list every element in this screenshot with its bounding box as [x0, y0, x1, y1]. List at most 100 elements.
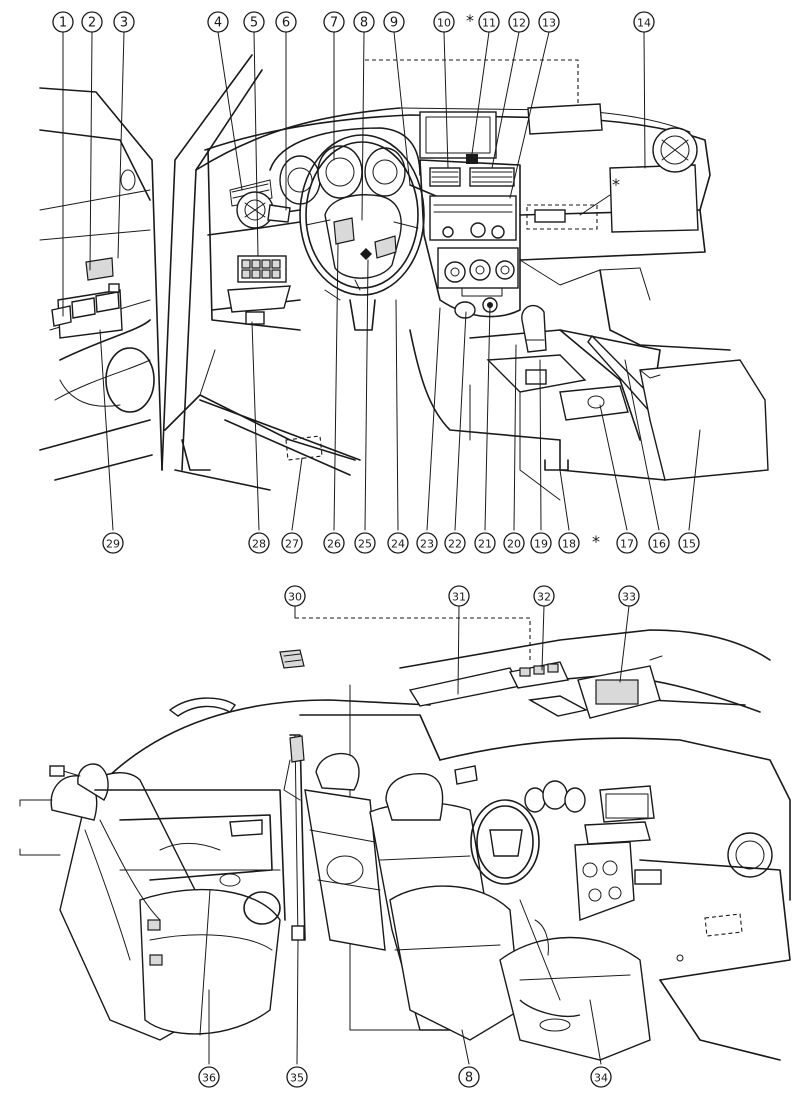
callout-10: 10: [433, 11, 455, 33]
callout-number: 8: [360, 16, 368, 31]
callout-number: 11: [482, 17, 496, 30]
ashtray: [559, 385, 629, 421]
navigation-screen: [419, 111, 497, 159]
callout-29: 29: [102, 532, 124, 554]
callout-circle: [354, 532, 376, 554]
callout-circle: [198, 1066, 220, 1088]
callout-number: 34: [594, 1072, 608, 1085]
dashed-leader-bottom: [295, 617, 531, 662]
callout-17: 17: [616, 532, 638, 554]
cabin-center-stack: [574, 841, 635, 921]
rear-seat-cushion: [139, 888, 281, 1035]
callout-circle: [113, 11, 135, 33]
callout-number: 21: [478, 538, 492, 551]
callout-circle: [286, 1066, 308, 1088]
grab-handle: [168, 697, 236, 717]
callout-circle: [284, 585, 306, 607]
left-switch-panel: [227, 255, 291, 325]
callout-11: 11: [478, 11, 500, 33]
dashboard-view: [39, 31, 769, 531]
callout-5: 5: [243, 11, 265, 33]
center-stack: [419, 111, 598, 319]
dashed-leader-top: [365, 59, 579, 115]
callout-circle: [648, 532, 670, 554]
callout-number: 10: [437, 17, 451, 30]
rear-seat: [19, 763, 281, 1041]
callout-circle: [323, 532, 345, 554]
callout-circle: [207, 11, 229, 33]
callout-number: 27: [285, 538, 299, 551]
front-headrest: [315, 752, 360, 791]
dashed-cd-changer: [526, 204, 598, 230]
callout-7: 7: [323, 11, 345, 33]
callout-12: 12: [508, 11, 530, 33]
callout-22: 22: [444, 532, 466, 554]
callout-number: 8: [465, 1071, 473, 1086]
callout-number: 30: [288, 591, 302, 604]
callout-circle: [590, 1066, 612, 1088]
callout-number: 32: [537, 591, 551, 604]
callout-number: 29: [106, 538, 120, 551]
callout-33: 33: [618, 585, 640, 607]
callout-number: 23: [420, 538, 434, 551]
cabin-dashboard: [439, 737, 791, 1061]
callout-circle: [478, 11, 500, 33]
callout-3: 3: [113, 11, 135, 33]
cabin-steering-wheel: [470, 799, 540, 885]
door-lock-switch: [108, 283, 120, 293]
callout-circle: [533, 585, 555, 607]
cabin-center-vents: [584, 821, 651, 845]
callout-14: 14: [633, 11, 655, 33]
sunroof-or-light-panel: [408, 667, 522, 707]
rear-headrest-center: [77, 763, 109, 801]
rearview-mirror: [527, 695, 589, 717]
callout-18: 18: [558, 532, 580, 554]
asterisk-mark: *: [592, 532, 600, 551]
callout-32: 32: [533, 585, 555, 607]
armrest-console-box: [639, 359, 769, 481]
dashed-floor-item: [285, 435, 323, 461]
callout-number: 16: [652, 538, 666, 551]
callout-circle: [102, 532, 124, 554]
callout-20: 20: [503, 532, 525, 554]
callout-circle: [530, 532, 552, 554]
callout-number: 15: [682, 538, 696, 551]
callout-number: 22: [448, 538, 462, 551]
door-speaker: [105, 347, 155, 413]
roof: [94, 617, 771, 1031]
callout-circle: [538, 11, 560, 33]
callout-6: 6: [275, 11, 297, 33]
callout-number: 17: [620, 538, 634, 551]
front-door: [299, 714, 441, 951]
callout-circle: [387, 532, 409, 554]
vanity-mirror: [595, 679, 639, 705]
passenger-seat: [499, 936, 651, 1061]
callout-circle: [243, 11, 265, 33]
callout-4: 4: [207, 11, 229, 33]
callout-9: 9: [383, 11, 405, 33]
callout-8: 8: [353, 11, 375, 33]
callout-number: 7: [330, 16, 338, 31]
callout-31: 31: [448, 585, 470, 607]
driver-seat: [369, 773, 521, 1041]
callout-number: 33: [622, 591, 636, 604]
bracket-18: [544, 459, 569, 471]
b-pillar: [283, 734, 306, 941]
door-mirror: [454, 765, 478, 785]
rear-door: [94, 789, 286, 925]
callout-circle: [474, 532, 496, 554]
callout-circle: [433, 11, 455, 33]
callout-number: 12: [512, 17, 526, 30]
callout-circle: [618, 585, 640, 607]
callout-26: 26: [323, 532, 345, 554]
callout-number: 9: [390, 16, 398, 31]
callout-circle: [508, 11, 530, 33]
callout-circle: [558, 532, 580, 554]
callout-28: 28: [248, 532, 270, 554]
callout-36: 36: [198, 1066, 220, 1088]
callout-23: 23: [416, 532, 438, 554]
instrument-cluster: [269, 127, 421, 205]
map-light: [279, 649, 305, 669]
callout-circle: [81, 11, 103, 33]
